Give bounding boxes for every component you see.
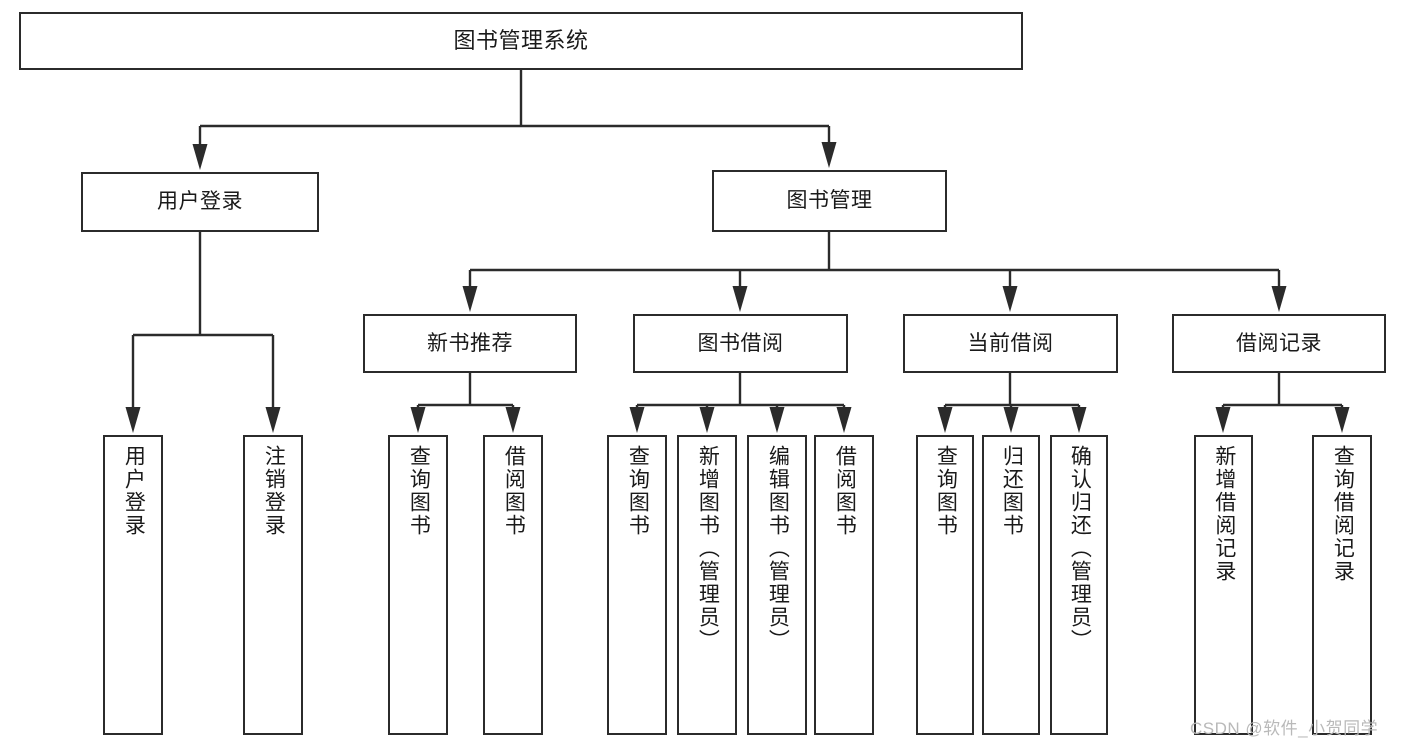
arrowhead-arrow-to-l-bo-edit <box>769 407 785 433</box>
node-l-user-logout[interactable]: 注销登录 <box>243 435 303 735</box>
node-n-new-books[interactable]: 新书推荐 <box>363 314 577 373</box>
node-l-nb-borrow[interactable]: 借阅图书 <box>483 435 543 735</box>
node-l-bo-query[interactable]: 查询图书 <box>607 435 667 735</box>
arrowhead-arrow-to-user-login <box>192 144 208 170</box>
node-label: 当前借阅 <box>967 331 1054 355</box>
node-l-bo-edit[interactable]: 编辑图书（管理员） <box>747 435 807 735</box>
arrowhead-arrow-to-l-rc-query <box>1334 407 1350 433</box>
node-label: 归还图书 <box>1000 445 1024 537</box>
node-label: 借阅图书 <box>502 445 526 537</box>
node-l-rc-query[interactable]: 查询借阅记录 <box>1312 435 1372 735</box>
node-n-user-login[interactable]: 用户登录 <box>81 172 319 232</box>
node-l-bo-borrow[interactable]: 借阅图书 <box>814 435 874 735</box>
node-n-records[interactable]: 借阅记录 <box>1172 314 1386 373</box>
node-label: 借阅记录 <box>1236 331 1322 355</box>
node-label: 用户登录 <box>122 445 146 537</box>
node-label: 确认归还（管理员） <box>1068 445 1092 652</box>
arrowhead-arrow-to-l-cu-confirm <box>1071 407 1087 433</box>
node-label: 图书管理 <box>786 189 873 213</box>
node-label: 新书推荐 <box>427 331 513 355</box>
arrowhead-arrow-to-l-bo-borrow <box>836 407 852 433</box>
node-label: 新增借阅记录 <box>1212 445 1236 583</box>
arrowhead-arrow-to-l-bo-query <box>629 407 645 433</box>
arrowhead-arrow-to-l-cu-return <box>1003 407 1019 433</box>
arrowhead-arrow-to-borrow <box>732 286 748 312</box>
node-root[interactable]: 图书管理系统 <box>19 12 1023 70</box>
node-label: 查询借阅记录 <box>1331 445 1355 583</box>
node-label: 用户登录 <box>157 190 243 214</box>
node-l-cu-confirm[interactable]: 确认归还（管理员） <box>1050 435 1108 735</box>
arrowhead-arrow-to-l-rc-add <box>1215 407 1231 433</box>
node-l-bo-add[interactable]: 新增图书（管理员） <box>677 435 737 735</box>
node-label: 图书管理系统 <box>453 27 589 53</box>
node-label: 查询图书 <box>934 445 958 537</box>
arrowhead-arrow-to-l-nb-query <box>410 407 426 433</box>
node-label: 借阅图书 <box>833 445 857 537</box>
node-n-current[interactable]: 当前借阅 <box>903 314 1118 373</box>
arrowhead-arrow-to-current <box>1002 286 1018 312</box>
node-label: 图书借阅 <box>697 331 784 355</box>
node-label: 查询图书 <box>407 445 431 537</box>
node-l-cu-return[interactable]: 归还图书 <box>982 435 1040 735</box>
node-l-rc-add[interactable]: 新增借阅记录 <box>1194 435 1253 735</box>
node-label: 注销登录 <box>262 445 286 537</box>
arrowhead-arrow-to-l-nb-borrow <box>505 407 521 433</box>
node-l-cu-query[interactable]: 查询图书 <box>916 435 974 735</box>
arrowhead-arrow-to-new-books <box>462 286 478 312</box>
node-l-user-login[interactable]: 用户登录 <box>103 435 163 735</box>
node-label: 查询图书 <box>626 445 650 537</box>
arrowhead-arrow-to-l-cu-query <box>937 407 953 433</box>
node-l-nb-query[interactable]: 查询图书 <box>388 435 448 735</box>
arrowhead-arrow-to-l-bo-add <box>699 407 715 433</box>
node-n-borrow[interactable]: 图书借阅 <box>633 314 848 373</box>
arrowhead-arrow-to-records <box>1271 286 1287 312</box>
node-n-book-mgmt[interactable]: 图书管理 <box>712 170 947 232</box>
arrowhead-arrow-to-l-user-logout <box>265 407 281 433</box>
node-label: 编辑图书（管理员） <box>766 445 790 652</box>
node-label: 新增图书（管理员） <box>696 445 720 652</box>
arrowhead-arrow-to-l-user-login <box>125 407 141 433</box>
arrowhead-arrow-to-book-mgmt <box>821 142 837 168</box>
